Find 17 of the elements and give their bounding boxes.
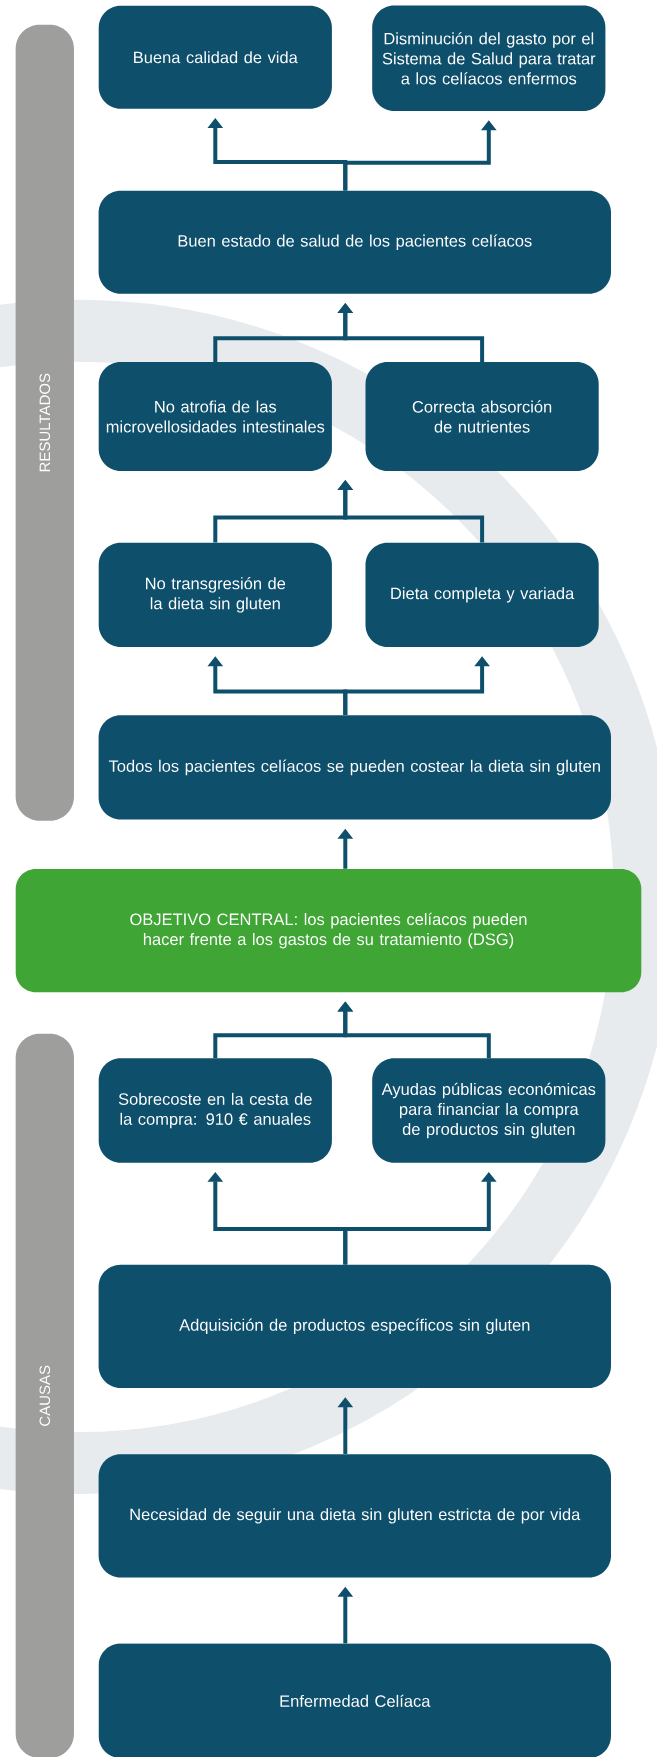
section-band: RESULTADOS: [15, 24, 74, 821]
process-box: Correcta absorción de nutrientes: [365, 362, 599, 471]
process-box: Ayudas públicas económicas para financiar la compra de productos sin gluten: [372, 1058, 606, 1163]
process-box: Dieta completa y variada: [365, 542, 599, 647]
process-box: Buen estado de salud de los pacientes celíacos: [98, 190, 611, 294]
process-box: Buena calidad de vida: [98, 5, 332, 109]
process-box: No atrofia de las microvellosidades intestinales: [98, 362, 332, 471]
objective-box: OBJETIVO CENTRAL: los pacientes celíacos pueden hacer frente a los gastos de su tratamiento (DSG): [15, 868, 642, 993]
arrow: [337, 303, 485, 362]
process-box: Disminución del gasto por el Sistema de Salud para tratar a los celíacos enfermos: [372, 5, 606, 111]
process-box: Sobrecoste en la cesta de la compra: 910 € anuales: [98, 1058, 332, 1163]
process-box: Necesidad de seguir una dieta sin gluten estricta de por vida: [98, 1454, 611, 1578]
section-band: CAUSAS: [15, 1033, 74, 1757]
process-box: Adquisición de productos específicos sin gluten: [98, 1264, 611, 1388]
process-box: No transgresión de la dieta sin gluten: [98, 542, 332, 647]
process-box: Todos los pacientes celíacos se pueden costear la dieta sin gluten: [98, 715, 611, 820]
process-box: Enfermedad Celíaca: [98, 1643, 611, 1757]
